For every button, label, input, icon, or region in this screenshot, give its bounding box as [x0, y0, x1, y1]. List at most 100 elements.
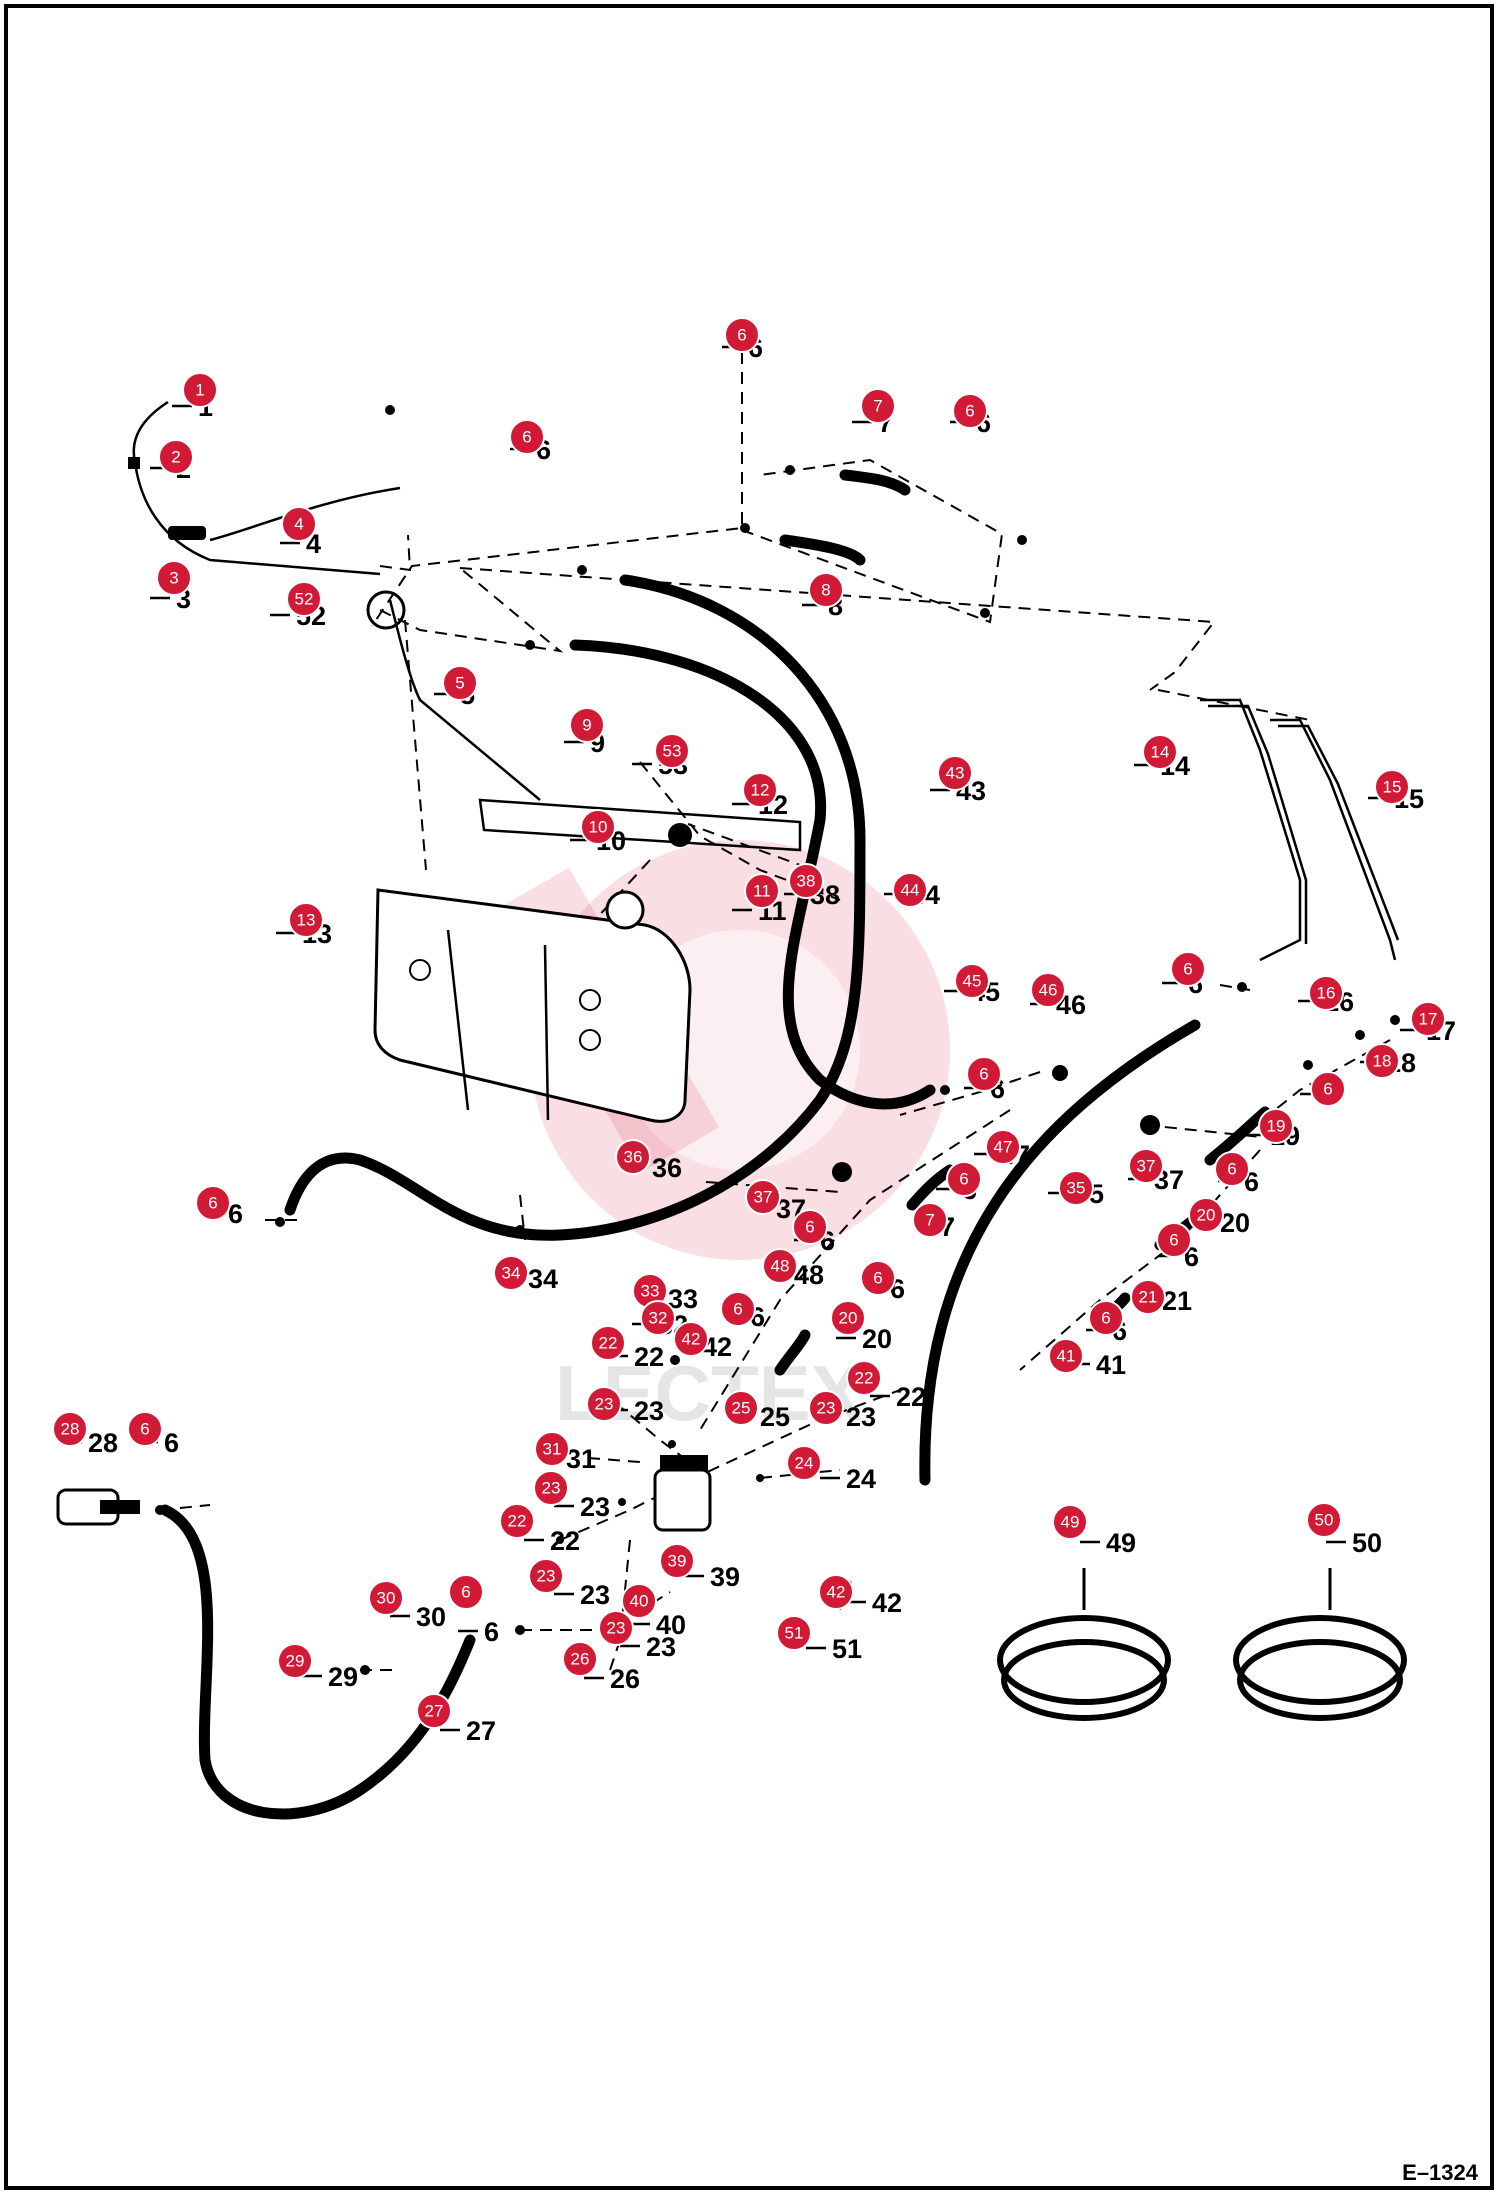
- callout-badge-number: 6: [959, 1170, 968, 1189]
- callout-badge: 41: [1048, 1338, 1084, 1374]
- callout-badge-number: 6: [1227, 1160, 1236, 1179]
- callout-badge: 14: [1142, 734, 1178, 770]
- callout-badge: 45: [954, 963, 990, 999]
- callout-badge-number: 24: [795, 1454, 814, 1473]
- callout-badge: 6: [860, 1260, 896, 1296]
- callout-badge: 6: [127, 1411, 163, 1447]
- fittings: [155, 405, 1400, 1675]
- callout-badge-number: 51: [785, 1624, 804, 1643]
- callout-number: 28: [88, 1428, 118, 1458]
- callout-badge: 42: [818, 1574, 854, 1610]
- callout-badge-number: 6: [461, 1583, 470, 1602]
- callout-badge-number: 42: [827, 1583, 846, 1602]
- callout-badge: 20: [830, 1300, 866, 1336]
- callout-6: 66: [1214, 1151, 1259, 1197]
- callout-badge-number: 1: [195, 381, 204, 400]
- callout-badge-number: 21: [1139, 1288, 1158, 1307]
- callout-badge: 19: [1258, 1108, 1294, 1144]
- callout-1: 11: [172, 372, 218, 422]
- callout-badge: 32: [640, 1300, 676, 1336]
- callout-badge-number: 39: [668, 1552, 687, 1571]
- callout-number: 20: [1220, 1208, 1250, 1238]
- callout-number: 22: [896, 1382, 926, 1412]
- callout-badge: 25: [723, 1390, 759, 1426]
- callout-2: 22: [150, 439, 194, 484]
- callout-badge: 28: [52, 1411, 88, 1447]
- callout-badge: 5: [442, 665, 478, 701]
- callout-badge: 17: [1410, 1001, 1446, 1037]
- callout-8: 88: [802, 572, 844, 621]
- callout-badge-number: 45: [963, 972, 982, 991]
- callout-number: 23: [646, 1632, 676, 1662]
- callout-6: 66: [792, 1209, 835, 1256]
- callout-badge-number: 7: [873, 397, 882, 416]
- hose-19: [1204, 1106, 1271, 1166]
- callout-6: 66: [860, 1260, 905, 1304]
- callout-badge-number: 38: [797, 872, 816, 891]
- callout-badge: 48: [762, 1248, 798, 1284]
- callout-badge: 23: [598, 1610, 634, 1646]
- callout-badge-number: 23: [817, 1399, 836, 1418]
- callout-badge: 16: [1308, 975, 1344, 1011]
- callout-badge-number: 32: [649, 1309, 668, 1328]
- callout-badge: 7: [912, 1202, 948, 1238]
- hose-main-upper: [554, 574, 866, 1241]
- callout-badge-number: 30: [377, 1589, 396, 1608]
- callout-number: 36: [652, 1153, 682, 1183]
- callout-number: 39: [710, 1562, 740, 1592]
- callout-23: 23 23: [598, 1610, 676, 1662]
- callout-badge-number: 9: [582, 716, 591, 735]
- callout-6: 66: [936, 1161, 982, 1205]
- callout-badge-number: 6: [522, 428, 531, 447]
- hose-loop: [284, 1152, 566, 1241]
- callout-badge: 12: [742, 772, 778, 808]
- callout-number: 6: [484, 1617, 499, 1647]
- callout-6: 66: [1156, 1222, 1199, 1272]
- callout-badge-number: 7: [925, 1211, 934, 1230]
- callout-17: 1717: [1400, 1001, 1456, 1046]
- hose-main-lower: [569, 639, 936, 1110]
- callout-badge-number: 6: [208, 1194, 217, 1213]
- callout-badge: 4: [281, 506, 317, 542]
- callout-number: 40: [656, 1610, 686, 1640]
- callout-6: 66: [950, 393, 991, 438]
- callout-badge: 10: [580, 809, 616, 845]
- callout-number: 6: [164, 1428, 179, 1458]
- callout-badge: 46: [1030, 972, 1066, 1008]
- callout-badge: 3: [156, 560, 192, 596]
- callout-badge-number: 6: [805, 1218, 814, 1237]
- callout-badge: 49: [1052, 1504, 1088, 1540]
- callout-3: 33: [150, 560, 192, 614]
- hose-drain: [159, 1504, 476, 1820]
- callout-number: 50: [1352, 1528, 1382, 1558]
- callout-badge-number: 23: [607, 1619, 626, 1638]
- callout-badge-number: 49: [1061, 1513, 1080, 1532]
- callout-badge: 1: [182, 372, 218, 408]
- callout-44: 4444: [884, 872, 940, 910]
- callout-number: 24: [846, 1464, 876, 1494]
- callout-badge: 52: [286, 581, 322, 617]
- callout-badge-number: 20: [839, 1309, 858, 1328]
- callout-number: 29: [328, 1662, 358, 1692]
- callout-badge: 37: [1128, 1148, 1164, 1184]
- callout-5: 55: [434, 665, 478, 710]
- callouts: 1122334452525566667766889953531212101011…: [52, 317, 1456, 1746]
- callout-badge: 6: [720, 1291, 756, 1327]
- callout-number: 20: [862, 1324, 892, 1354]
- callout-badge: 47: [985, 1129, 1021, 1165]
- callout-badge-number: 35: [1067, 1179, 1086, 1198]
- hose-lines: [159, 469, 1271, 1820]
- callout-badge-number: 46: [1039, 981, 1058, 1000]
